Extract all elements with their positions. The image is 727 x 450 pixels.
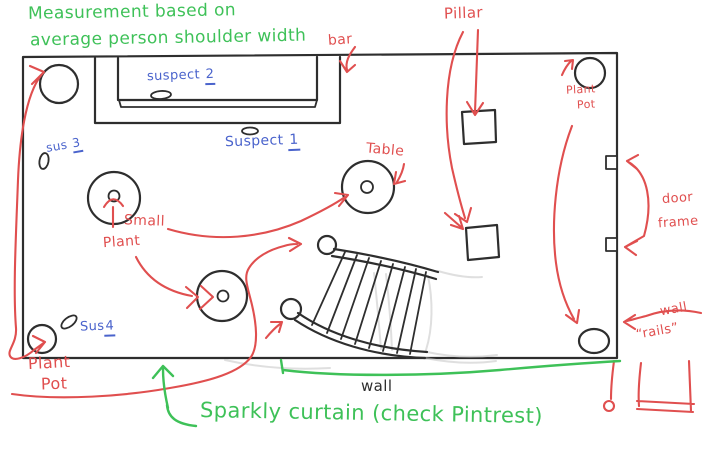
plant-pot-top-right-arrow [560,58,575,77]
curve-to-table-bottom [134,255,215,311]
wall-rails-arrow [622,309,703,331]
suspect-3-marker [38,152,50,170]
room-outline [21,51,619,360]
pillar-arrow-straight [465,28,485,117]
door-frame-tab-bottom [605,237,618,252]
table-label: Table [365,140,405,160]
plant-pot-bottom-left-label-line2: Pot [40,373,68,394]
pillar-bottom [464,223,501,262]
sparkly-curtain-arrow [151,364,198,428]
suspect-1-label: Suspect 1 [224,131,301,152]
pillar-top [460,108,498,146]
sparkly-curtain-note: Sparkly curtain (check Pintrest) [199,398,544,428]
bar-arrow [338,45,357,74]
suspect-1-name: Suspect [224,132,284,151]
table-bottom [195,269,249,323]
table-label-arrow [392,162,407,186]
curve-to-table-right [166,191,350,239]
table-right [340,159,396,215]
suspect-2-label: suspect 2 [146,66,216,86]
pillar-arrow-curved [443,30,473,231]
bar-label: bar [327,31,353,49]
measurement-note-line1: Measurement based on [27,0,237,24]
snake-arrow-to-curtain [10,236,303,399]
small-plant-label-line1: Small [123,212,166,230]
pillar-label: Pillar [443,3,484,23]
plant-pot-bottom-right [577,327,611,355]
bar-counter [93,55,342,125]
sparkly-curtain-sketch [224,234,498,370]
plant-pot-bottom-left [26,323,58,355]
suspect-1-number: 1 [288,131,301,152]
suspect-4-name: Sus [79,318,105,335]
suspect-1-marker [241,126,259,136]
arrow-to-plant-pot-top-left [8,64,47,360]
door-frame-double-arrow [623,153,650,257]
wall-rails-detail-sketch [602,359,696,414]
small-plant-arrow [102,198,125,229]
door-frame-tab-top [605,155,618,170]
suspect-2-number: 2 [204,66,216,86]
suspect-2-marker [150,90,172,100]
suspect-4-marker [60,314,78,330]
suspect-4-label: Sus4 [79,318,116,337]
plant-pot-top-right-label-line1: Plant [565,82,597,97]
plant-pot-top-left [38,63,80,105]
door-frame-label-line2: frame [657,213,700,232]
door-frame-label-line1: door [661,189,694,208]
curve-to-plant-pot-bottom-right [552,124,581,325]
plant-pot-top-right-label-line2: Pot [576,97,596,112]
small-plant-label-line2: Plant [102,232,141,252]
plant-pot-bottom-left-label-line1: Plant [27,351,71,374]
suspect-2-name: suspect [146,67,201,85]
plant-pot-top-right [573,56,607,90]
suspect-4-number: 4 [104,318,116,337]
curtain-wall-underline [279,358,622,377]
wall-label: wall [361,377,393,395]
